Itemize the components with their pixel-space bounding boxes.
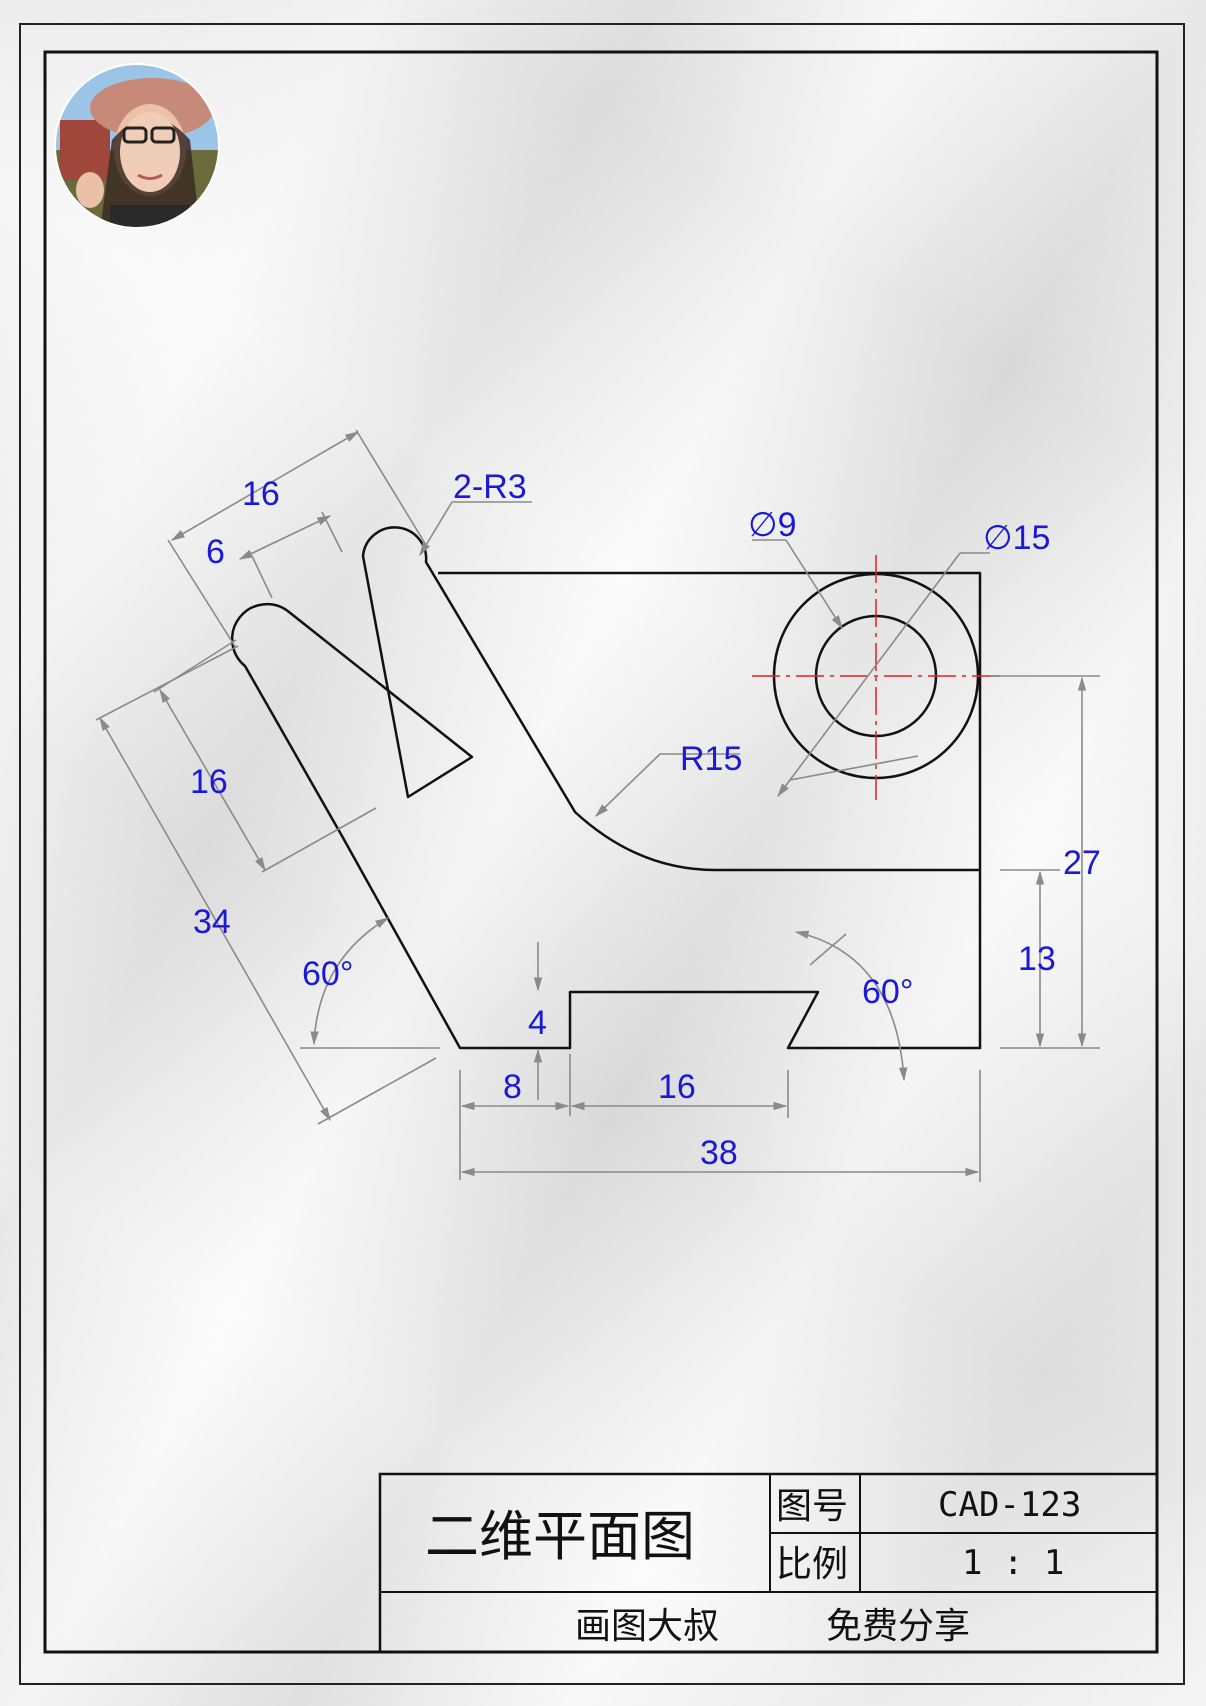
- title-block: 二维平面图 图号 CAD-123 比例 1 : 1 画图大叔 免费分享: [378, 1472, 1159, 1654]
- dim-angle-left: 60°: [302, 955, 353, 993]
- scale-label: 比例: [776, 1544, 848, 1585]
- dimension-lines: [95, 429, 1100, 1182]
- dim-16-left: 16: [190, 763, 228, 801]
- dim-dia9: ∅9: [748, 506, 797, 544]
- dim-angle-right: 60°: [862, 973, 913, 1011]
- dim-4: 4: [528, 1004, 547, 1042]
- dim-dia15: ∅15: [983, 519, 1050, 557]
- drawing-no-label: 图号: [776, 1486, 848, 1527]
- drawing-title: 二维平面图: [425, 1505, 695, 1568]
- dim-8: 8: [503, 1068, 522, 1106]
- dim-13: 13: [1018, 940, 1056, 978]
- author-name: 画图大叔: [575, 1606, 719, 1647]
- dim-34: 34: [193, 903, 231, 941]
- center-lines: [752, 555, 1000, 800]
- dim-16-bottom: 16: [658, 1068, 696, 1106]
- dim-38: 38: [700, 1134, 738, 1172]
- outer-border: [19, 23, 1185, 1685]
- author-avatar: [54, 63, 220, 229]
- share-note: 免费分享: [826, 1606, 970, 1647]
- dim-r15: R15: [680, 740, 742, 778]
- drawing-no: CAD-123: [938, 1485, 1081, 1525]
- dim-2-r3: 2-R3: [453, 468, 527, 506]
- scale-value: 1 : 1: [962, 1543, 1064, 1583]
- dim-16-top: 16: [242, 475, 280, 513]
- dimension-labels: 16 6 2-R3 ∅9 ∅15 16 R15 34 27 13 60° 60°…: [190, 468, 1101, 1172]
- inner-border: [43, 50, 1159, 1654]
- main-profile: [231, 526, 982, 1050]
- dim-27: 27: [1063, 844, 1101, 882]
- dim-6: 6: [206, 533, 225, 571]
